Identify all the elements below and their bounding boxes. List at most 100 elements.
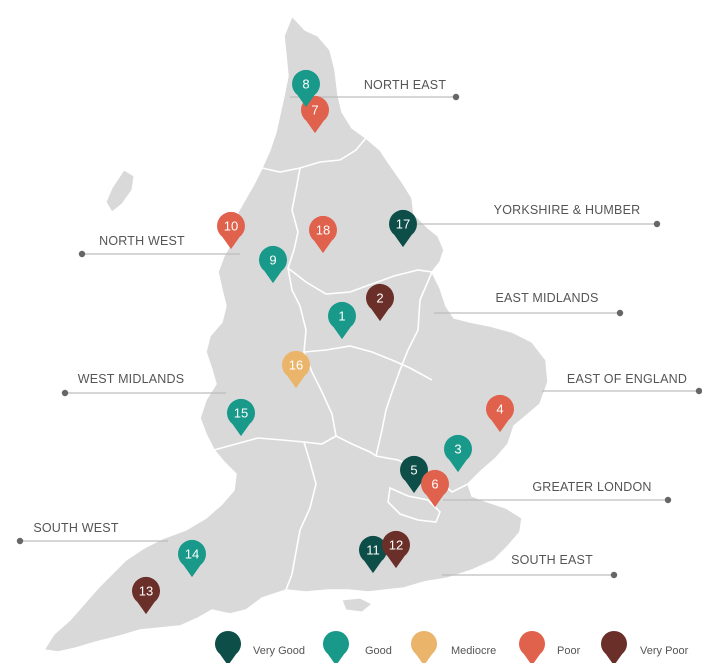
isle-of-man bbox=[105, 169, 135, 213]
leader-dot bbox=[78, 250, 86, 258]
legend-label: Very Poor bbox=[640, 645, 689, 657]
legend-item-mediocre: Mediocre bbox=[411, 630, 496, 666]
map-pin-5[interactable]: 5 bbox=[400, 455, 428, 494]
region-label-east-midlands: EAST MIDLANDS bbox=[434, 291, 624, 317]
map-pin-number: 18 bbox=[316, 223, 330, 238]
region-name: WEST MIDLANDS bbox=[78, 372, 185, 386]
map-pin-7[interactable]: 7 bbox=[301, 95, 329, 134]
legend-label: Good bbox=[365, 645, 392, 657]
map-pin-icon bbox=[178, 539, 207, 578]
map-pin-15[interactable]: 15 bbox=[226, 398, 256, 437]
region-name: SOUTH EAST bbox=[511, 553, 593, 567]
map-pin-4[interactable]: 4 bbox=[486, 394, 514, 433]
leader-dot bbox=[452, 93, 460, 101]
map-pin-13[interactable]: 13 bbox=[132, 576, 160, 615]
map-pin-3[interactable]: 3 bbox=[444, 434, 472, 473]
map-pin-8[interactable]: 8 bbox=[292, 69, 320, 108]
leader-dot bbox=[653, 220, 661, 228]
map-pin-icon bbox=[389, 209, 417, 248]
map-pin-number: 11 bbox=[366, 543, 380, 558]
map-pin-icon bbox=[217, 211, 245, 250]
leader-dot bbox=[61, 389, 69, 397]
map-pin-icon bbox=[226, 398, 256, 437]
region-name: GREATER LONDON bbox=[532, 480, 651, 494]
map-pin-number: 10 bbox=[224, 219, 238, 234]
map-pin-12[interactable]: 12 bbox=[382, 530, 411, 569]
england-landmass bbox=[42, 14, 549, 653]
map-pin-11[interactable]: 11 bbox=[359, 535, 388, 574]
map-pin-icon bbox=[292, 69, 320, 108]
region-boundaries bbox=[213, 137, 469, 591]
map-pin-icon bbox=[486, 394, 514, 433]
map-pin-icon bbox=[366, 283, 395, 322]
map-pin-number: 3 bbox=[454, 442, 461, 457]
map-pin-icon bbox=[444, 434, 472, 473]
region-label-north-west: NORTH WEST bbox=[78, 234, 240, 258]
legend-pin-icon bbox=[601, 630, 627, 666]
map-pin-number: 6 bbox=[431, 477, 438, 492]
map-pin-number: 12 bbox=[389, 538, 403, 553]
region-label-south-west: SOUTH WEST bbox=[16, 521, 168, 545]
leader-dot bbox=[695, 387, 702, 395]
map-pin-number: 5 bbox=[410, 463, 417, 478]
map-pin-6[interactable]: 6 bbox=[421, 469, 449, 508]
map-pin-number: 7 bbox=[311, 103, 318, 118]
map-pin-number: 14 bbox=[185, 547, 199, 562]
leader-dot bbox=[616, 309, 624, 317]
map-pin-icon bbox=[382, 530, 411, 569]
map-pin-17[interactable]: 17 bbox=[389, 209, 417, 248]
map-pin-number: 8 bbox=[302, 77, 309, 92]
map-pin-number: 9 bbox=[269, 253, 276, 268]
legend-item-good: Good bbox=[322, 630, 392, 666]
map-pin-1[interactable]: 1 bbox=[328, 301, 357, 340]
map-pin-10[interactable]: 10 bbox=[217, 211, 245, 250]
region-name: NORTH WEST bbox=[99, 234, 185, 248]
map-pin-number: 2 bbox=[376, 291, 383, 306]
legend-pin-icon bbox=[215, 630, 242, 666]
map-pin-number: 16 bbox=[289, 358, 303, 373]
map-pin-2[interactable]: 2 bbox=[366, 283, 395, 322]
region-label-greater-london: GREATER LONDON bbox=[443, 480, 672, 504]
map-pin-icon bbox=[359, 535, 388, 574]
legend: Very Good Good Mediocre Poor Very Poor bbox=[215, 630, 689, 666]
leader-dot bbox=[664, 496, 672, 504]
map-pin-number: 17 bbox=[396, 217, 410, 232]
isle-of-wight bbox=[341, 597, 373, 613]
legend-item-poor: Poor bbox=[519, 630, 581, 666]
map-pin-icon bbox=[421, 469, 449, 508]
legend-label: Poor bbox=[557, 645, 581, 657]
map-pin-18[interactable]: 18 bbox=[309, 215, 338, 254]
legend-pin-icon bbox=[322, 630, 349, 666]
map-pin-number: 4 bbox=[496, 402, 503, 417]
leader-dot bbox=[16, 537, 24, 545]
map-pin-icon bbox=[301, 95, 329, 134]
map-pin-16[interactable]: 16 bbox=[282, 350, 310, 389]
map-pin-icon bbox=[309, 215, 338, 254]
legend-label: Very Good bbox=[253, 645, 305, 657]
legend-label: Mediocre bbox=[451, 645, 496, 657]
legend-pin-icon bbox=[411, 630, 437, 666]
map-pin-icon bbox=[132, 576, 160, 615]
map-pin-number: 1 bbox=[338, 309, 345, 324]
region-name: EAST OF ENGLAND bbox=[567, 372, 687, 386]
map-pin-number: 13 bbox=[139, 584, 153, 599]
map-pin-14[interactable]: 14 bbox=[178, 539, 207, 578]
region-label-yorkshire-humber: YORKSHIRE & HUMBER bbox=[404, 203, 661, 228]
map-pin-icon bbox=[282, 350, 310, 389]
map-pin-9[interactable]: 9 bbox=[259, 245, 287, 284]
legend-item-very-good: Very Good bbox=[215, 630, 305, 666]
map-pin-number: 15 bbox=[234, 406, 248, 421]
map-pin-icon bbox=[400, 455, 428, 494]
map-pin-icon bbox=[328, 301, 357, 340]
leader-dot bbox=[610, 571, 618, 579]
legend-pin-icon bbox=[519, 630, 545, 666]
region-label-east-of-england: EAST OF ENGLAND bbox=[542, 372, 702, 395]
region-name: NORTH EAST bbox=[364, 78, 446, 92]
region-name: SOUTH WEST bbox=[33, 521, 118, 535]
legend-item-very-poor: Very Poor bbox=[601, 630, 689, 666]
region-name: EAST MIDLANDS bbox=[495, 291, 598, 305]
england-outline bbox=[42, 14, 549, 653]
region-label-west-midlands: WEST MIDLANDS bbox=[61, 372, 226, 397]
